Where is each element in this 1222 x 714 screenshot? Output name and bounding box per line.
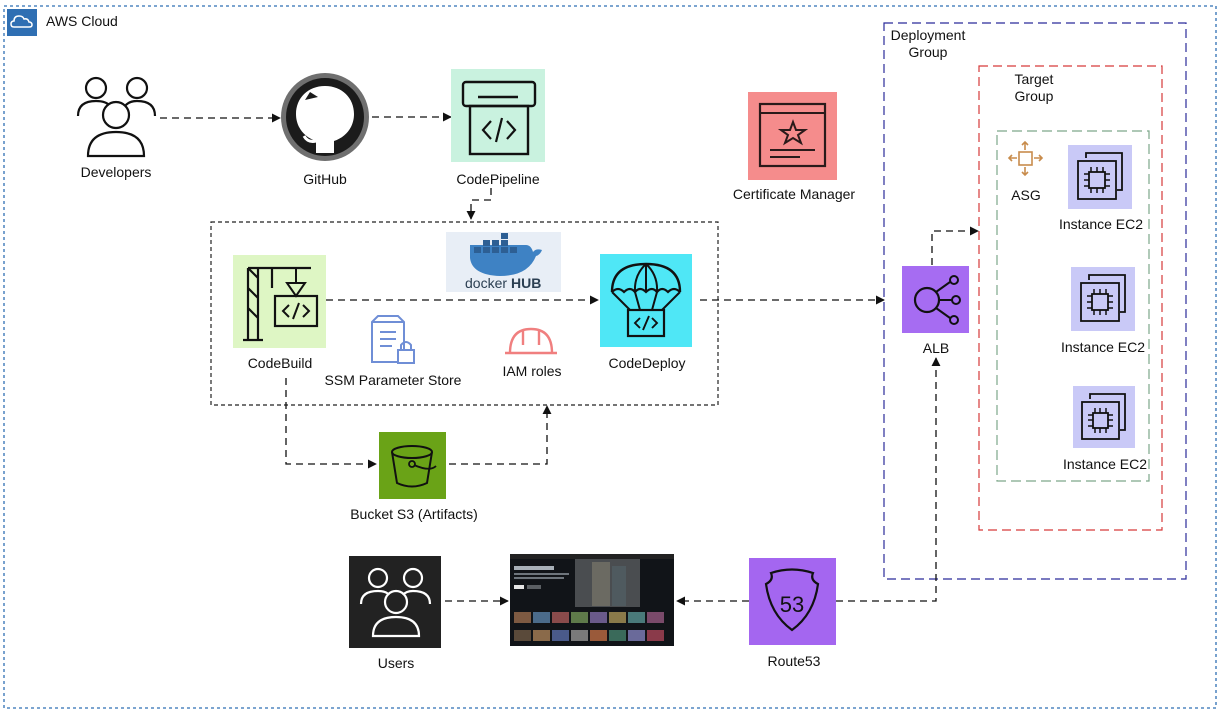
arrow-alb-targetgroup bbox=[931, 226, 979, 265]
certificate-manager-icon bbox=[748, 92, 837, 180]
arrow-s3-container bbox=[449, 405, 552, 465]
ec2-instance-icon-2 bbox=[1071, 267, 1135, 331]
codepipeline-icon bbox=[451, 69, 545, 162]
ec2-instance-label-2: Instance EC2 bbox=[1060, 339, 1146, 355]
users-icon bbox=[349, 556, 441, 648]
alb-icon bbox=[902, 266, 969, 333]
iam-roles-label: IAM roles bbox=[502, 363, 562, 379]
iam-roles-icon bbox=[505, 327, 557, 355]
s3-bucket-label: Bucket S3 (Artifacts) bbox=[350, 506, 478, 522]
codebuild-icon bbox=[233, 255, 326, 348]
developers-icon bbox=[76, 76, 157, 158]
codepipeline-label: CodePipeline bbox=[456, 171, 540, 187]
target-group-label: Target Group bbox=[1014, 71, 1054, 104]
deployment-group-label: Deployment Group bbox=[890, 27, 966, 60]
aws-cloud-title: AWS Cloud bbox=[46, 13, 118, 29]
github-label: GitHub bbox=[303, 171, 347, 187]
arrow-route53-alb bbox=[836, 357, 941, 602]
arrow-codepipeline-container bbox=[466, 188, 492, 220]
aws-cloud-icon bbox=[7, 9, 37, 36]
ssm-parameter-store-label: SSM Parameter Store bbox=[324, 372, 462, 388]
cicd-container bbox=[210, 221, 719, 406]
codebuild-label: CodeBuild bbox=[247, 355, 313, 371]
route53-label: Route53 bbox=[767, 653, 821, 669]
target-group-boundary bbox=[978, 65, 1163, 531]
deployment-group-boundary bbox=[883, 22, 1187, 580]
alb-label: ALB bbox=[922, 340, 950, 356]
ec2-instance-icon-1 bbox=[1068, 145, 1132, 209]
dockerhub-text: docker bbox=[465, 275, 507, 291]
s3-bucket-icon bbox=[379, 432, 446, 499]
asg-boundary bbox=[996, 130, 1150, 482]
codedeploy-icon bbox=[600, 254, 692, 347]
ec2-instance-label-1: Instance EC2 bbox=[1058, 216, 1144, 232]
dockerhub-logo: docker HUB bbox=[446, 232, 561, 292]
arrow-codebuild-s3 bbox=[285, 378, 377, 469]
ec2-instance-icon-3 bbox=[1073, 386, 1135, 448]
certificate-manager-label: Certificate Manager bbox=[732, 186, 856, 202]
codedeploy-label: CodeDeploy bbox=[608, 355, 686, 371]
ec2-instance-label-3: Instance EC2 bbox=[1062, 456, 1148, 472]
asg-icon bbox=[1007, 140, 1044, 177]
asg-label: ASG bbox=[1011, 187, 1041, 203]
aws-cloud-boundary bbox=[3, 5, 1217, 709]
web-app-preview bbox=[510, 554, 674, 646]
dockerhub-hub-text: HUB bbox=[511, 275, 541, 291]
route53-icon: 53 bbox=[749, 558, 836, 645]
ssm-parameter-store-icon bbox=[371, 315, 415, 364]
route53-badge-text: 53 bbox=[780, 592, 804, 617]
github-icon bbox=[281, 73, 369, 161]
users-label: Users bbox=[377, 655, 415, 671]
developers-label: Developers bbox=[80, 164, 152, 180]
